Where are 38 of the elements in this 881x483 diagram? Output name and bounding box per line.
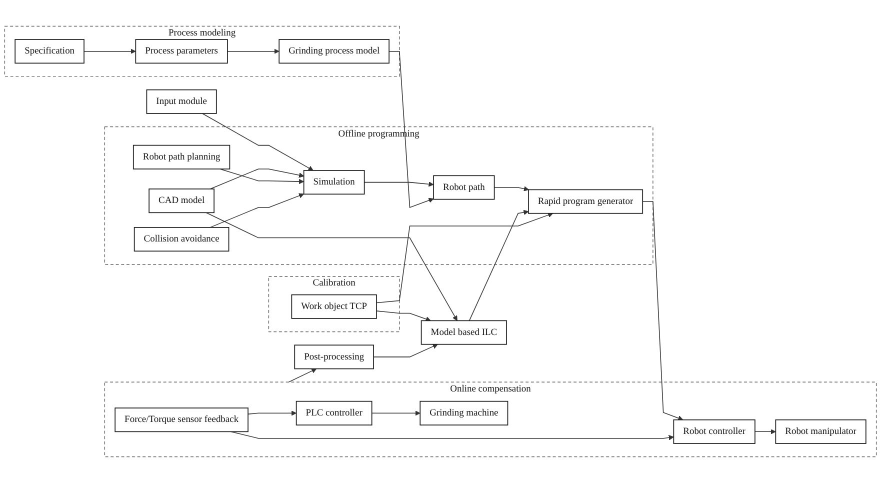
arrow: [468, 210, 529, 322]
node-box: Collision avoidance: [134, 227, 230, 252]
node-box: Robot path: [433, 175, 495, 200]
node-box: Work object TCP: [291, 294, 377, 319]
node-box: Robot path planning: [132, 144, 230, 170]
node-box: Post-processing: [294, 344, 374, 370]
node-box: Force/Torque sensor feedback: [114, 408, 248, 432]
arrow: [227, 48, 280, 54]
node-box: Grinding machine: [420, 400, 508, 426]
arrow: [494, 186, 529, 192]
node-box: Process parameters: [135, 39, 228, 64]
node-box: Robot controller: [673, 419, 756, 444]
arrow: [754, 429, 776, 434]
node-box: CAD model: [148, 188, 214, 214]
arrow: [376, 310, 431, 322]
node-box: Simulation: [303, 170, 365, 195]
arrow: [202, 113, 314, 171]
arrow: [210, 193, 304, 228]
arrow: [364, 182, 434, 187]
node-box: PLC controller: [296, 400, 372, 426]
arrow: [373, 344, 438, 358]
node-box: Model based ILC: [420, 320, 507, 345]
arrow: [230, 431, 674, 440]
arrow: [642, 201, 684, 421]
node-box: Grinding process model: [278, 39, 390, 64]
node-box: Specification: [14, 39, 84, 64]
node-box: Rapid program generator: [528, 189, 644, 214]
node-box: Robot manipulator: [775, 419, 866, 444]
arrow: [388, 50, 434, 208]
arrow: [371, 410, 420, 416]
arrow: [376, 212, 554, 304]
arrow: [220, 168, 304, 184]
node-box: Input module: [146, 89, 217, 114]
arrow: [206, 212, 458, 321]
arrow: [288, 368, 317, 382]
arrow: [210, 168, 304, 190]
arrow: [248, 410, 297, 416]
arrow: [84, 48, 136, 54]
